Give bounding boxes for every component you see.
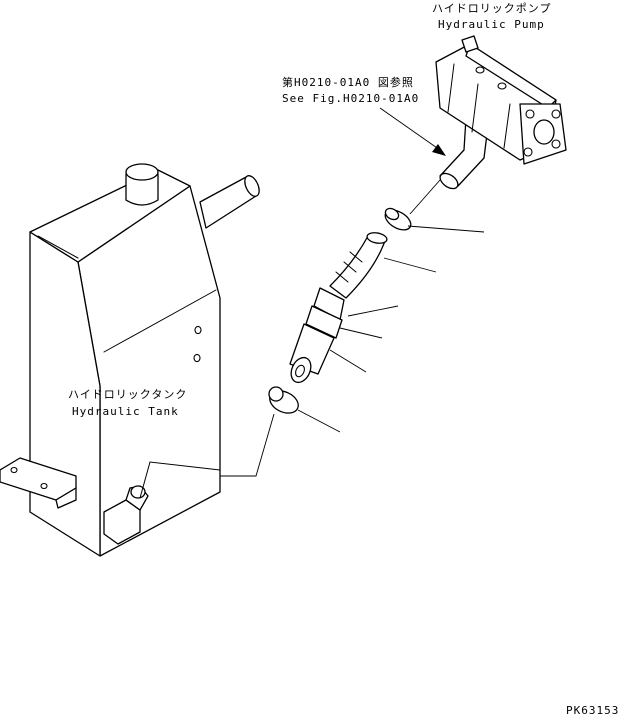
hydraulic-tank — [0, 163, 260, 557]
tank-outlet-fitting — [103, 485, 149, 545]
pump-label-en: Hydraulic Pump — [438, 18, 545, 31]
hydraulic-pump — [435, 35, 567, 190]
reference-label-jp: 第H0210-01A0 図参照 — [282, 76, 414, 89]
leader-line-tank — [220, 413, 275, 477]
reference-arrow — [379, 107, 446, 156]
tank-label-en: Hydraulic Tank — [72, 405, 179, 418]
mounting-bracket — [0, 457, 77, 509]
leader-line-pump — [409, 179, 441, 215]
tank-hole-upper — [194, 325, 202, 335]
tank-label-jp: ハイドロリックタンク — [68, 388, 188, 401]
pump-label-jp: ハイドロリックポンプ — [432, 2, 552, 15]
hose-clamp-upper — [384, 207, 485, 233]
filler-cap — [125, 163, 159, 206]
tank-hole-lower — [193, 353, 201, 363]
drawing-number: PK63153 — [566, 704, 620, 717]
suction-hose — [289, 232, 437, 384]
reference-label-en: See Fig.H0210-01A0 — [282, 92, 420, 105]
hose-clamp-lower — [268, 386, 341, 433]
